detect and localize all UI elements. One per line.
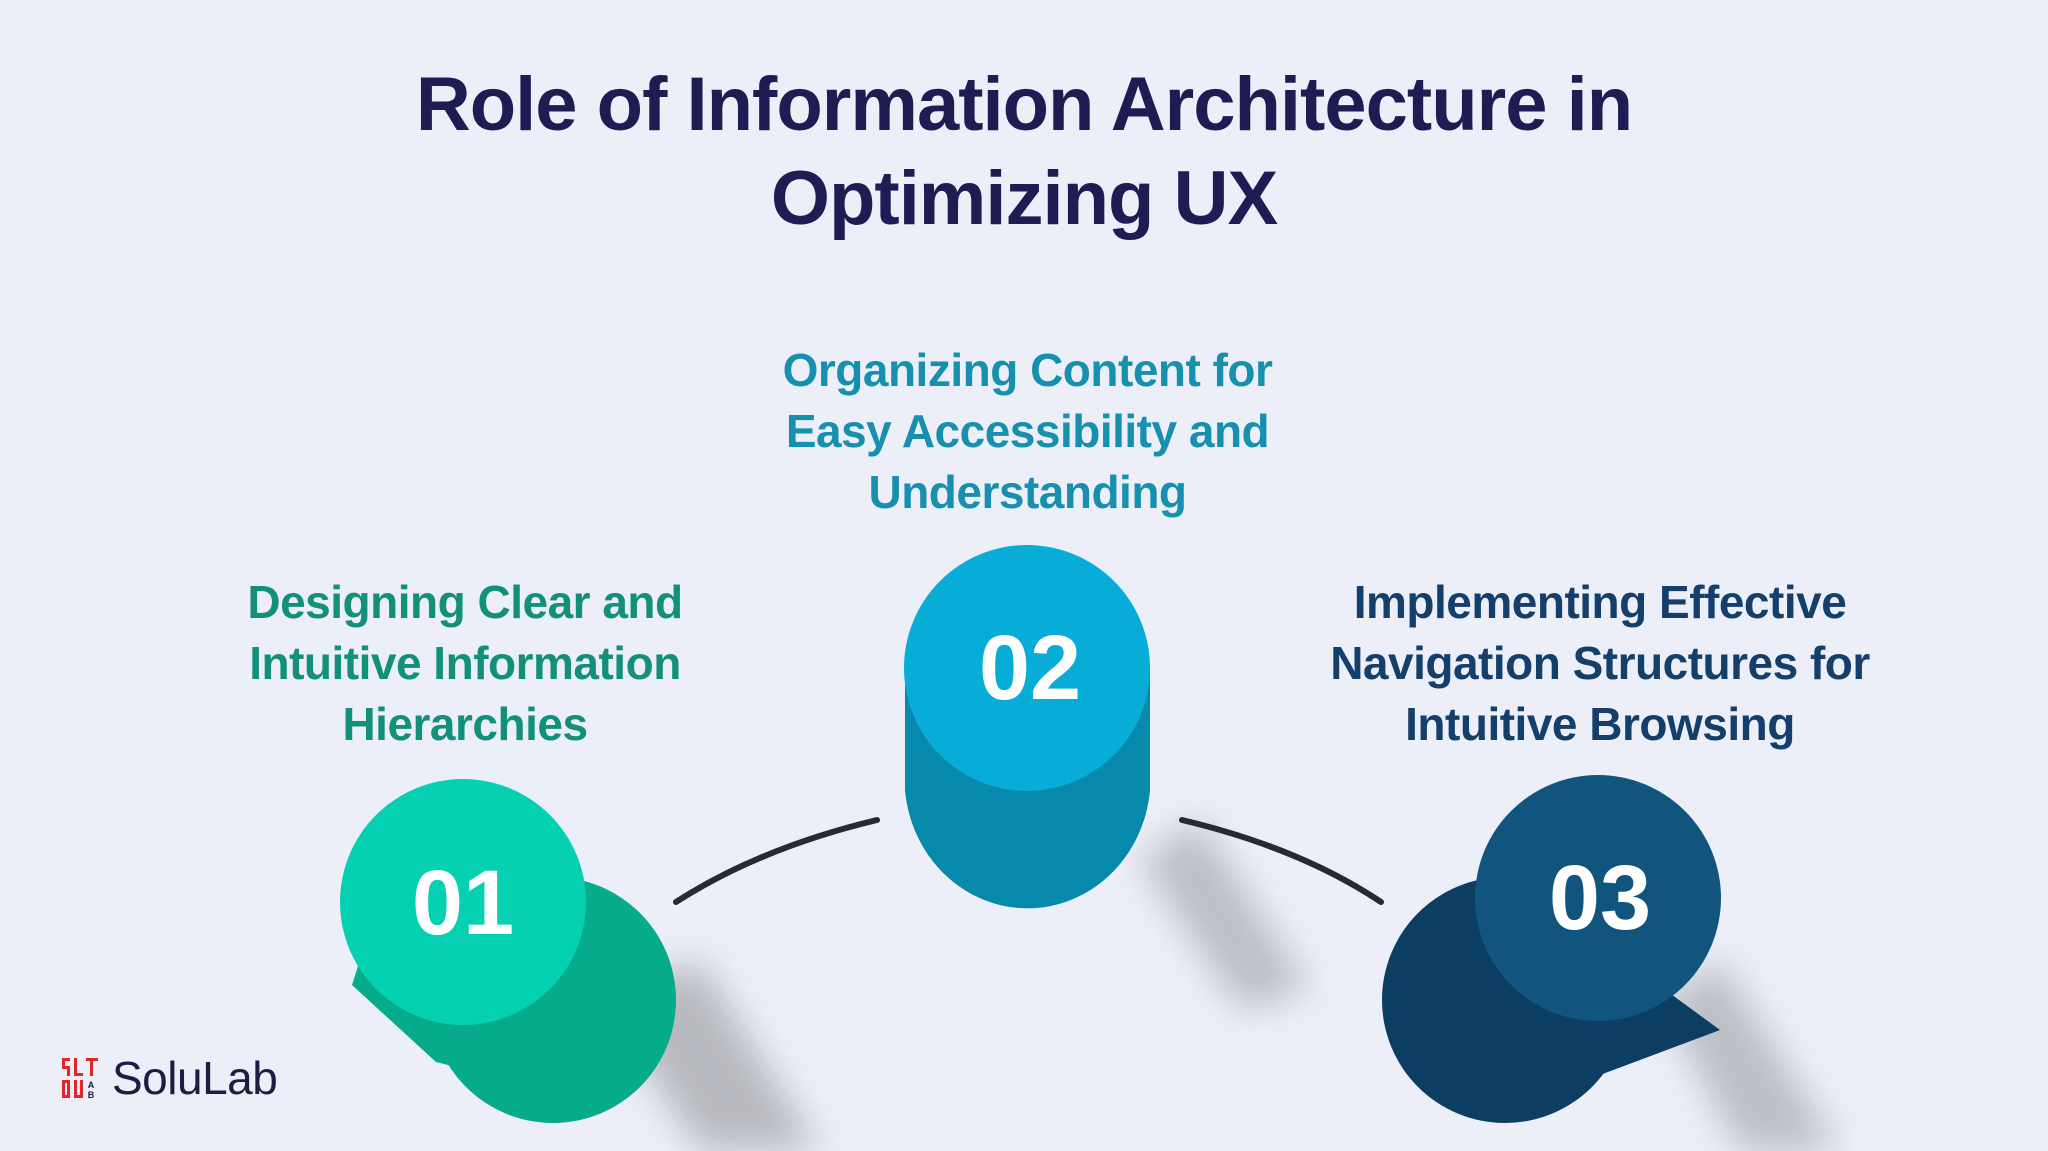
title-line-2: Optimizing UX	[770, 156, 1278, 241]
step-01-number: 01	[412, 852, 514, 954]
step-02-heading-line-2: Easy Accessibility and	[785, 405, 1270, 457]
solulab-logo-text: SoluLab	[112, 1052, 278, 1104]
connector-arc-right	[1179, 817, 1384, 905]
step-02-heading-line-3: Understanding	[868, 466, 1187, 518]
step-01-heading: Designing Clear and Intuitive Informatio…	[200, 572, 730, 755]
step-03-cylinder: 03	[1382, 775, 1721, 1123]
step-02-cylinder: 02	[904, 545, 1150, 909]
page-title: Role of Information Architecture in Opti…	[0, 58, 2048, 246]
solulab-logo-icon: A B	[62, 1058, 98, 1098]
step-02-heading: Organizing Content for Easy Accessibilit…	[740, 340, 1315, 523]
title-line-1: Role of Information Architecture in	[415, 62, 1633, 147]
step-03-heading: Implementing Effective Navigation Struct…	[1270, 572, 1930, 755]
step-02-heading-line-1: Organizing Content for	[782, 344, 1273, 396]
svg-text:A: A	[88, 1080, 95, 1090]
step-02-number: 02	[979, 617, 1081, 719]
connector-arc-left	[673, 817, 880, 905]
step-01-heading-line-2: Intuitive Information	[249, 637, 681, 689]
step-03-heading-line-2: Navigation Structures for	[1330, 637, 1870, 689]
step-03-heading-line-3: Intuitive Browsing	[1405, 698, 1795, 750]
step-01-cylinder: 01	[340, 779, 676, 1123]
step-01-heading-line-1: Designing Clear and	[247, 576, 683, 628]
step-03-number: 03	[1549, 847, 1651, 949]
step-03-heading-line-1: Implementing Effective	[1353, 576, 1847, 628]
solulab-logo: A B SoluLab	[62, 1050, 278, 1106]
step-01-heading-line-3: Hierarchies	[342, 698, 588, 750]
svg-text:B: B	[88, 1090, 95, 1098]
